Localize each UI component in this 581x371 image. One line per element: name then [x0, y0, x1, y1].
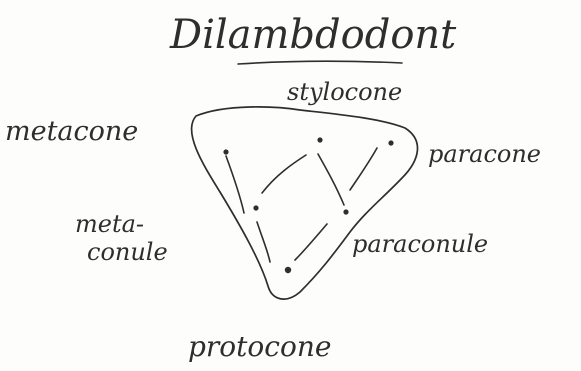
metaconule-label-line2: conule [87, 238, 168, 266]
title-underline [237, 60, 403, 65]
crest-mesostyle-to-paraconule [317, 153, 345, 206]
protocone-cusp [284, 266, 292, 274]
crest-paracone-to-paraconule [349, 147, 378, 191]
crest-metaconule-to-protocone [256, 221, 271, 263]
metaconule-label: meta- conule [75, 210, 168, 266]
paracone-cusp [388, 140, 394, 146]
protocone-label: protocone [188, 330, 331, 363]
crest-metacone-to-metaconule [225, 155, 245, 214]
crest-metaconule-to-mesostyle [261, 154, 307, 194]
stylocone-label: stylocone [287, 78, 402, 106]
crest-paraconule-to-protocone [294, 223, 328, 261]
metaconule-label-line1: meta- [75, 210, 144, 238]
paraconule-cusp [343, 209, 349, 215]
paracone-label: paracone [428, 140, 541, 168]
metacone-label: metacone [5, 116, 138, 147]
paraconule-label: paraconule [352, 230, 488, 258]
stylocone-cusp [317, 137, 323, 143]
title-text: Dilambdodont [169, 12, 457, 58]
tooth-outline [190, 106, 419, 300]
metaconule-cusp [253, 205, 259, 211]
metacone-cusp [223, 149, 229, 155]
